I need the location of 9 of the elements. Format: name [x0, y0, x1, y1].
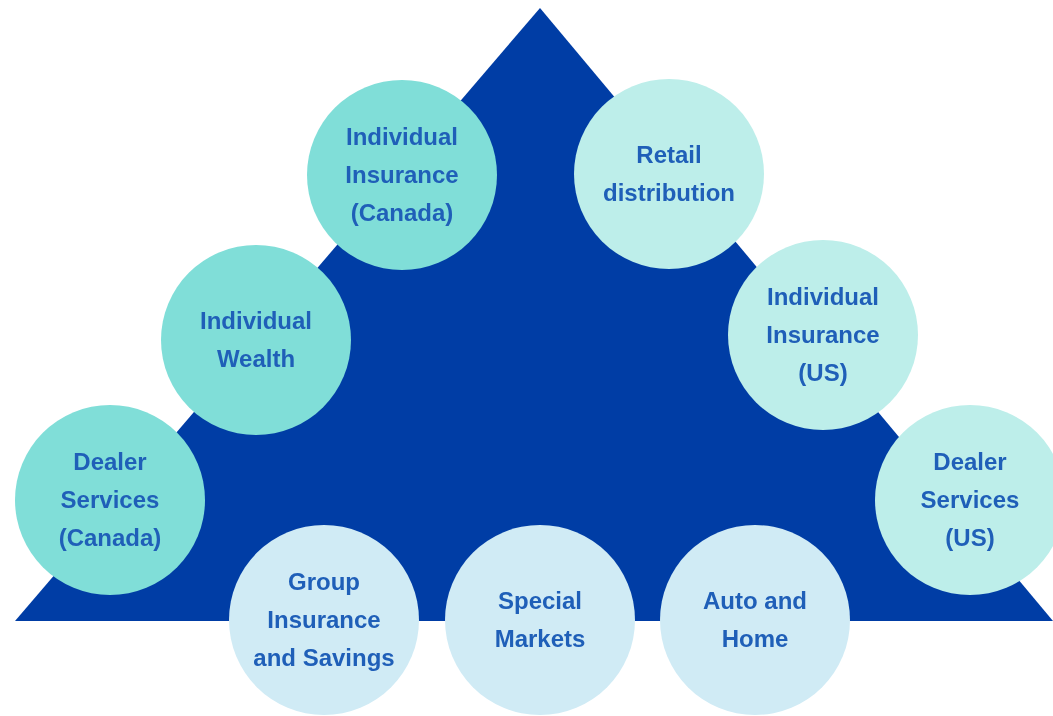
circle-label: Dealer Services (Canada) — [57, 447, 163, 553]
circle-label: Auto and Home — [702, 586, 808, 654]
circle-label: Individual Insurance (Canada) — [344, 122, 460, 228]
circle-label: Retail distribution — [602, 140, 736, 208]
circle-label: Special Markets — [493, 586, 587, 654]
circle-label: Individual Wealth — [199, 306, 313, 374]
circle-label: Group Insurance and Savings — [252, 567, 396, 673]
circle-label: Individual Insurance (US) — [765, 282, 881, 388]
circle-label: Dealer Services (US) — [919, 447, 1021, 553]
